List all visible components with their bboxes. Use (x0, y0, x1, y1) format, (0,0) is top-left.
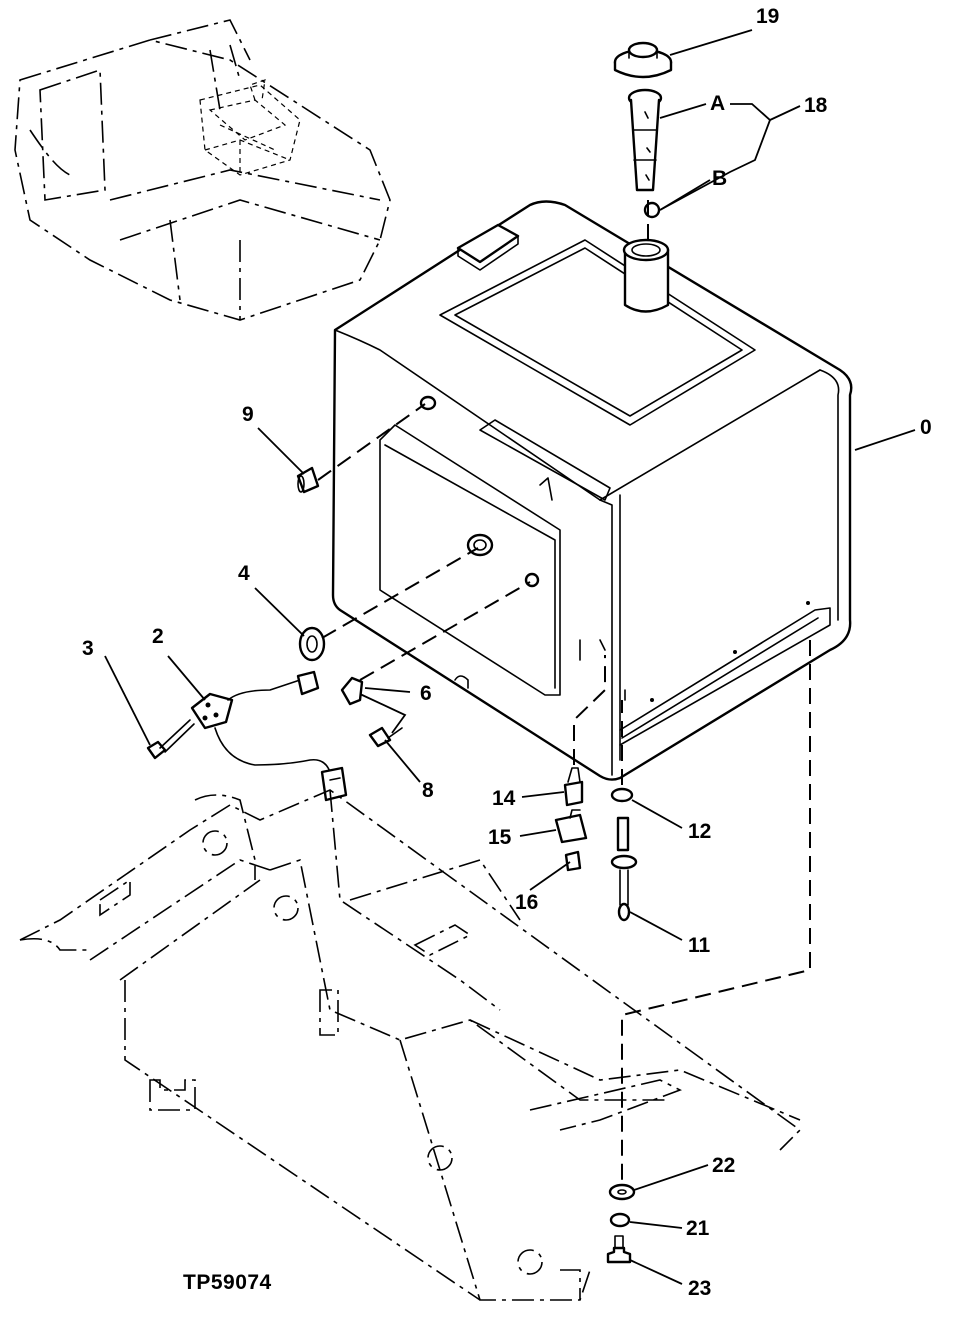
callout-23: 23 (688, 1277, 712, 1300)
main-frame (19, 789, 802, 1301)
callout-8: 8 (422, 779, 434, 802)
washer-22 (608, 1183, 636, 1201)
bolt-23 (606, 1235, 632, 1264)
callout-21: 21 (686, 1217, 710, 1240)
callout-6: 6 (420, 682, 432, 705)
callout-B: B (712, 167, 728, 190)
leader-lines (104, 29, 916, 1285)
washer-12 (610, 787, 634, 803)
assembly-lines (317, 200, 811, 1180)
fuel-tank (331, 200, 853, 781)
bolt-8 (368, 726, 403, 748)
callout-22: 22 (712, 1154, 736, 1177)
clamp-6 (340, 676, 364, 706)
callout-18: 18 (804, 94, 828, 117)
callout-2: 2 (152, 625, 164, 648)
valve-15 (554, 809, 588, 844)
callout-11: 11 (688, 934, 711, 957)
callout-A: A (710, 92, 726, 115)
callout-14: 14 (492, 787, 516, 810)
gasket-4 (298, 626, 326, 662)
fitting-14 (563, 767, 584, 807)
sender-11 (610, 816, 638, 922)
callout-12: 12 (688, 820, 712, 843)
callout-4: 4 (238, 562, 250, 585)
excavator-inset (14, 19, 391, 321)
callout-0: 0 (920, 416, 932, 439)
callout-16: 16 (515, 891, 539, 914)
fuel-sensor (190, 670, 348, 802)
bolt-3 (146, 719, 195, 760)
filler-cap (613, 41, 673, 79)
callout-19: 19 (756, 5, 780, 28)
strainer (627, 88, 663, 219)
figure-id: TP59074 (183, 1271, 272, 1294)
cap-16 (564, 850, 582, 872)
lockwasher-21 (609, 1212, 631, 1228)
callout-15: 15 (488, 826, 512, 849)
callout-9: 9 (242, 403, 254, 426)
callout-3: 3 (82, 637, 94, 660)
